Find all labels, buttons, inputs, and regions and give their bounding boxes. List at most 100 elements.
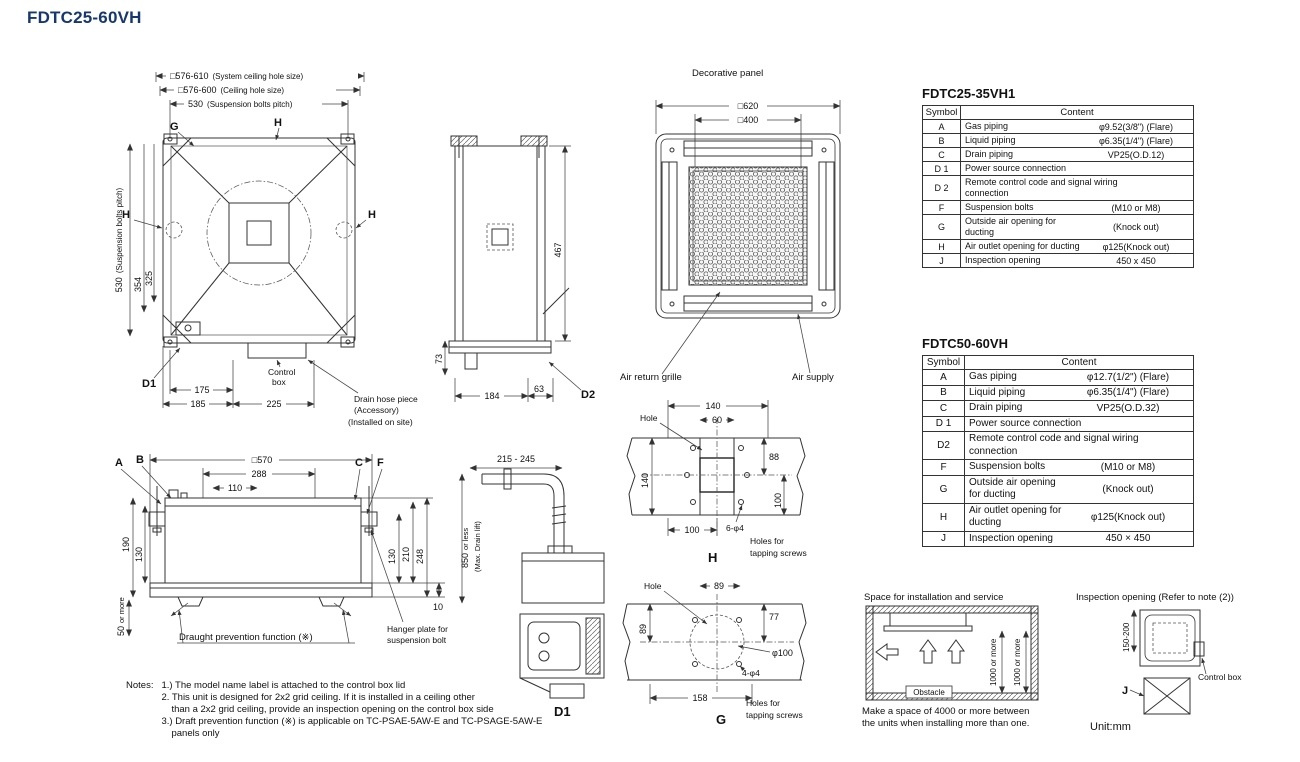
- row-symbol: D 1: [922, 161, 961, 176]
- d1-detail-body: [519, 613, 605, 699]
- symbol-a-label: A: [115, 457, 123, 469]
- tapping-screws-count-g: 4-φ4: [742, 668, 760, 678]
- table-row: D 1 Power source connection: [922, 415, 1194, 432]
- hole-g-centerlines: [640, 594, 794, 692]
- dim-88: 88: [769, 452, 779, 462]
- hole-label-h: Hole: [640, 413, 658, 423]
- control-box-label-line2: box: [272, 377, 286, 387]
- hole-label-g: Hole: [644, 581, 662, 591]
- symbol-d1-label: D1: [142, 378, 156, 390]
- dim-system-ceiling-hole: □576-610(System ceiling hole size): [170, 71, 304, 81]
- row-symbol: G: [922, 474, 965, 504]
- drain-hose-label-line1: Drain hose piece: [354, 394, 418, 404]
- dim-850-or-less: 850or less: [460, 528, 470, 568]
- installation-space-title: Space for installation and service: [864, 592, 1003, 603]
- dim-phi100: φ100: [772, 648, 793, 658]
- symbol-h-left-label: H: [122, 209, 130, 221]
- hole-h-centerlines: [642, 418, 792, 535]
- dim-suspension-pitch-v: 530(Suspension bolts pitch): [114, 187, 124, 292]
- dim-1000-or-more-1: 1000or more: [989, 638, 998, 686]
- dim-184: 184: [484, 391, 499, 401]
- dim-175: 175: [194, 385, 209, 395]
- tapping-screws-label-h-line2: tapping screws: [750, 548, 807, 558]
- row-symbol: H: [922, 502, 965, 532]
- row-symbol: D 2: [922, 175, 961, 201]
- d1-detail-drawing: D1: [519, 613, 605, 719]
- symbol-d2-label: D2: [581, 389, 595, 401]
- row-symbol: D2: [922, 431, 965, 460]
- top-view-leaders: [177, 127, 280, 147]
- air-return-grille-label: Air return grille: [620, 372, 682, 383]
- panel-body: [655, 133, 841, 319]
- top-view-drawing: □576-610(System ceiling hole size) □576-…: [114, 70, 418, 427]
- row-value: φ125(Knock out): [1102, 241, 1170, 252]
- top-view-body: [162, 133, 356, 359]
- front-view-top-dims: [149, 454, 373, 586]
- drain-lift-dims: [459, 465, 563, 604]
- row-value: (M10 or M8): [1100, 461, 1156, 473]
- inspection-dims: [1129, 609, 1207, 697]
- table2-header-row: Symbol Content: [922, 355, 1194, 370]
- row-value: 450 x 450: [1116, 255, 1156, 266]
- row-name: Gas piping: [969, 371, 1017, 382]
- table-row: D2 Remote control code and signal wiring…: [922, 431, 1194, 460]
- table-row: G Outside air opening for ducting(Knock …: [922, 474, 1194, 504]
- row-symbol: G: [922, 214, 961, 240]
- drain-hose-label-line2: (Accessory): [354, 405, 399, 415]
- dim-ceiling-hole: □576-600(Ceiling hole size): [178, 85, 284, 95]
- row-symbol: B: [922, 384, 965, 401]
- row-name: Gas piping: [965, 121, 1009, 131]
- hole-pattern-g-drawing: Hole 89 89 77 φ100 158 4-φ4 Holes for ta…: [622, 580, 807, 727]
- dim-100-bottom: 100: [684, 525, 699, 535]
- table-row: F Suspension bolts(M10 or M8): [922, 200, 1194, 215]
- row-name: Remote control code and signal wiring co…: [965, 177, 1118, 198]
- table-row: D 2 Remote control code and signal wirin…: [922, 175, 1194, 201]
- row-name: Power source connection: [965, 163, 1067, 173]
- notes-lines: 1.) The model name label is attached to …: [161, 680, 542, 740]
- row-symbol: D 1: [922, 415, 965, 432]
- side-view-dims: [442, 145, 582, 402]
- table1-header-row: Symbol Content: [922, 105, 1194, 120]
- row-name: Remote control code and signal wiring co…: [969, 433, 1139, 457]
- row-symbol: B: [922, 133, 961, 148]
- installation-space-drawing: Space for installation and service 1000o…: [862, 592, 1039, 729]
- drain-lift-pipe: [481, 468, 605, 604]
- inspection-opening-drawing: Inspection opening (Refer to note (2)) 1…: [1076, 592, 1242, 733]
- row-symbol: C: [922, 400, 965, 417]
- hanger-plate-label-line1: Hanger plate for: [387, 624, 448, 634]
- hole-pattern-h-drawing: Hole 140 60 88 100 140 100 6-φ4 Holes fo…: [626, 400, 807, 565]
- dim-248: 248: [415, 549, 425, 564]
- table2-col-content: Content: [964, 355, 1194, 370]
- notes-block: Notes: 1.) The model name label is attac…: [126, 680, 596, 740]
- row-value: 450 × 450: [1105, 533, 1151, 545]
- front-view-side-dims: [126, 497, 445, 637]
- row-value: φ6.35(1/4") (Flare): [1086, 387, 1170, 399]
- tapping-screws-label-h-line1: Holes for: [750, 536, 784, 546]
- row-symbol: J: [922, 253, 961, 268]
- inspection-unit-body: [1139, 609, 1205, 667]
- inspection-unit-dashed: [1152, 622, 1188, 654]
- dim-190: 190: [121, 537, 131, 552]
- row-name: Outside air opening for ducting: [965, 216, 1057, 237]
- tapping-screws-label-g-line2: tapping screws: [746, 710, 803, 720]
- side-view-body: [448, 135, 570, 370]
- dim-50-or-more: 50or more: [116, 597, 126, 636]
- dim-288: 288: [251, 469, 266, 479]
- table2-title: FDTC50-60VH: [922, 336, 1008, 351]
- dim-60: 60: [712, 415, 722, 425]
- symbol-h-top-label: H: [274, 117, 282, 129]
- row-symbol: A: [922, 369, 965, 386]
- symbol-h-right-label: H: [368, 209, 376, 221]
- symbol-c-label: C: [355, 457, 363, 469]
- dim-620: □620: [738, 101, 758, 111]
- decorative-panel-caption: Decorative panel: [692, 68, 763, 79]
